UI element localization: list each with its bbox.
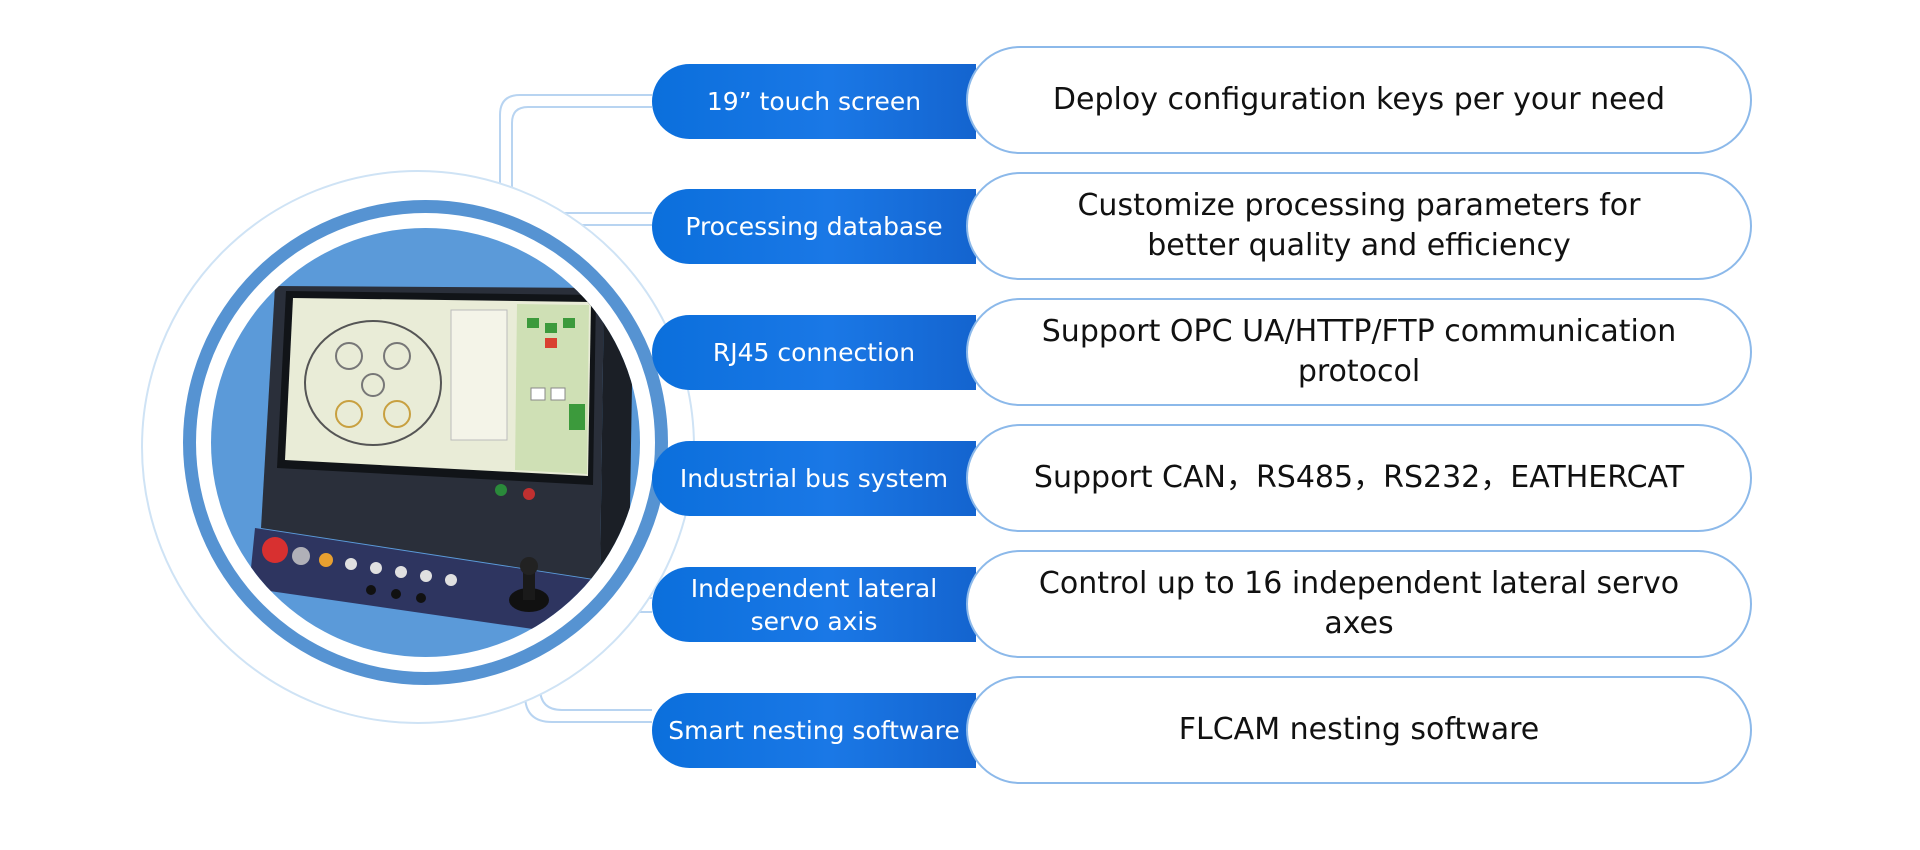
feature-row-nesting-software: Smart nesting software FLCAM nesting sof… xyxy=(0,676,1920,786)
feature-description: Customize processing parameters for bett… xyxy=(966,172,1752,280)
feature-row-servo-axis: Independent lateral servo axis Control u… xyxy=(0,550,1920,660)
feature-label: Processing database xyxy=(652,189,976,264)
feature-label: 19” touch screen xyxy=(652,64,976,139)
feature-description: FLCAM nesting software xyxy=(966,676,1752,784)
device-screen xyxy=(285,298,591,476)
connector-database xyxy=(511,106,652,214)
device-photo xyxy=(211,228,640,657)
feature-description: Control up to 16 independent lateral ser… xyxy=(966,550,1752,658)
feature-description: Support CAN，RS485，RS232，EATHERCAT xyxy=(966,424,1752,532)
feature-row-rj45: RJ45 connection Support OPC UA/HTTP/FTP … xyxy=(0,298,1920,408)
feature-label: Industrial bus system xyxy=(652,441,976,516)
feature-label: Smart nesting software xyxy=(652,693,976,768)
feature-description: Support OPC UA/HTTP/FTP communication pr… xyxy=(966,298,1752,406)
connector-touch-screen xyxy=(499,94,652,226)
device-side xyxy=(600,288,633,580)
device-console xyxy=(249,528,595,638)
cnc-control-panel-image xyxy=(249,286,633,638)
feature-row-touch-screen: 19” touch screen Deploy configuration ke… xyxy=(0,46,1920,156)
feature-description: Deploy configuration keys per your need xyxy=(966,46,1752,154)
feature-row-industrial-bus: Industrial bus system Support CAN，RS485，… xyxy=(0,424,1920,534)
feature-label: Independent lateral servo axis xyxy=(652,567,976,642)
feature-label: RJ45 connection xyxy=(652,315,976,390)
feature-row-processing-database: Processing database Customize processing… xyxy=(0,172,1920,282)
